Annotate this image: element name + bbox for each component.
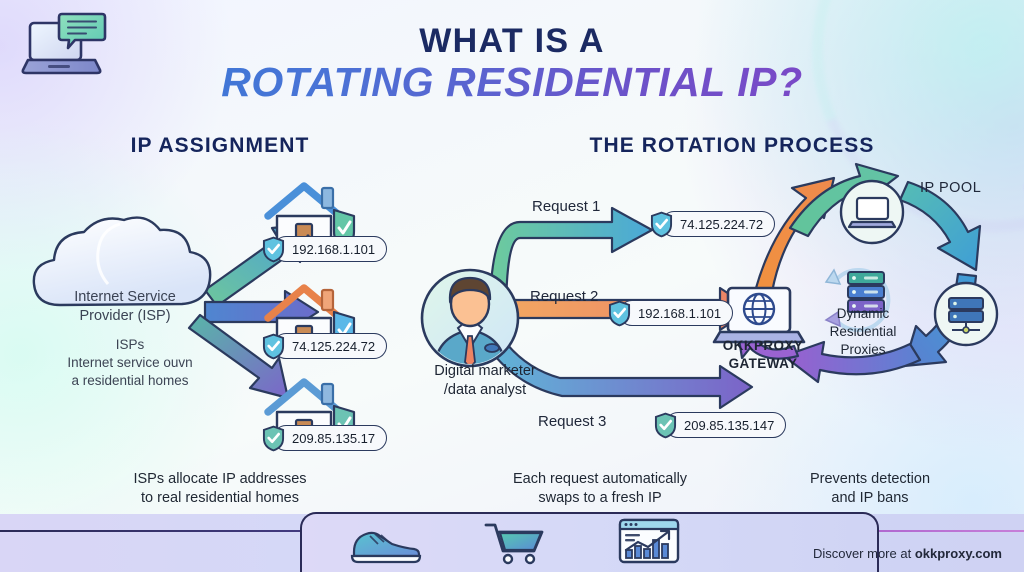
request-1-label: Request 1 <box>532 198 601 215</box>
title-line-2: ROTATING RESIDENTIAL IP? <box>0 59 1024 105</box>
ip-badge-request-1: 74.125.224.72 <box>650 211 776 237</box>
isp-note-line1: ISPs <box>115 337 145 352</box>
laptop-chat-icon <box>18 10 110 84</box>
request-2-label: Request 2 <box>530 288 599 305</box>
drp-line2: Residential <box>829 323 897 339</box>
ip-pool-caption: Prevents detection and IP bans <box>760 470 980 509</box>
isp-note-line2: Internet service ouvn <box>67 354 193 370</box>
discover-prefix: Discover more at <box>812 546 915 561</box>
isp-cloud <box>32 216 212 307</box>
shield-check-icon <box>262 425 285 451</box>
ip-badge-home-1: 192.168.1.101 <box>262 236 388 262</box>
ip-pool-node-laptop <box>839 179 905 245</box>
drp-line3: Proxies <box>840 341 886 357</box>
persona-label: Digital marketer /data analyst <box>400 362 570 400</box>
ip-address-text: 209.85.135.17 <box>273 425 388 451</box>
section-title-ip-assignment: IP ASSIGNMENT <box>130 134 310 157</box>
title-line-1: WHAT IS A <box>419 22 605 60</box>
isp-cloud-label-line2: Provider (ISP) <box>79 307 171 324</box>
gateway-label: OKKPROXY GATEWAY <box>688 337 838 373</box>
shield-check-icon <box>262 236 285 262</box>
shield-check-icon <box>654 412 677 438</box>
persona-label-line2: /data analyst <box>443 382 527 399</box>
ip-address-text: 192.168.1.101 <box>619 300 734 326</box>
persona-avatar <box>420 268 520 368</box>
sneaker-icon <box>350 531 422 564</box>
rotation-process-diagram <box>420 162 999 410</box>
arrow-pool-segment-2 <box>898 180 982 272</box>
shield-check-icon <box>262 333 285 359</box>
ip-address-text: 209.85.135.147 <box>665 412 787 438</box>
persona-label-line1: Digital marketer <box>434 363 536 379</box>
server-stack-rotate-icon <box>824 268 891 332</box>
rotation-caption: Each request automatically swaps to a fr… <box>460 470 740 509</box>
shield-check-icon <box>650 211 673 237</box>
ip-pool-title: IP POOL <box>920 180 982 196</box>
ip-badge-home-3: 209.85.135.17 <box>262 425 388 451</box>
isp-note: ISPs Internet service ouvn a residential… <box>30 336 230 390</box>
isp-cloud-label: Internet Service Provider (ISP) <box>35 288 215 326</box>
rotation-caption-line2: swaps to a fresh IP <box>538 490 662 507</box>
rotation-caption-line1: Each request automatically <box>512 471 688 487</box>
ip-badge-request-2: 192.168.1.101 <box>608 300 734 326</box>
discover-brand: okkproxy.com <box>914 546 1002 561</box>
gateway-label-line1: OKKPROXY <box>722 338 804 353</box>
ip-address-text: 74.125.224.72 <box>661 211 776 237</box>
analytics-window-icon <box>618 518 680 564</box>
ip-assignment-caption: ISPs allocate IP addresses to real resid… <box>60 470 380 509</box>
ip-address-text: 192.168.1.101 <box>273 236 388 262</box>
ip-pool-caption-line1: Prevents detection <box>809 471 931 487</box>
ip-badge-request-3: 209.85.135.147 <box>654 412 787 438</box>
ip-address-text: 74.125.224.72 <box>273 333 388 359</box>
caption-line2: to real residential homes <box>141 490 299 507</box>
isp-cloud-label-line1: Internet Service <box>74 289 176 305</box>
dynamic-residential-proxies-label: Dynamic Residential Proxies <box>800 305 926 358</box>
shield-check-icon <box>608 300 631 326</box>
ip-badge-home-2: 74.125.224.72 <box>262 333 388 359</box>
caption-line1: ISPs allocate IP addresses <box>133 471 307 487</box>
footer-discover-text: Discover more at okkproxy.com <box>813 546 1002 561</box>
drp-line1: Dynamic <box>836 306 890 321</box>
gateway-label-line2: GATEWAY <box>728 355 798 371</box>
request-3-label: Request 3 <box>538 413 607 430</box>
section-title-rotation-process: THE ROTATION PROCESS <box>589 134 875 157</box>
shopping-cart-icon <box>484 523 544 565</box>
ip-pool-node-server <box>933 281 999 347</box>
ip-pool-caption-line2: and IP bans <box>831 490 909 507</box>
isp-note-line3: a residential homes <box>71 372 189 388</box>
page-title: WHAT IS A ROTATING RESIDENTIAL IP? <box>0 22 1024 105</box>
arrow-to-home-3 <box>187 313 290 400</box>
arrow-request-1 <box>488 206 654 320</box>
arrow-request-3 <box>478 320 754 410</box>
